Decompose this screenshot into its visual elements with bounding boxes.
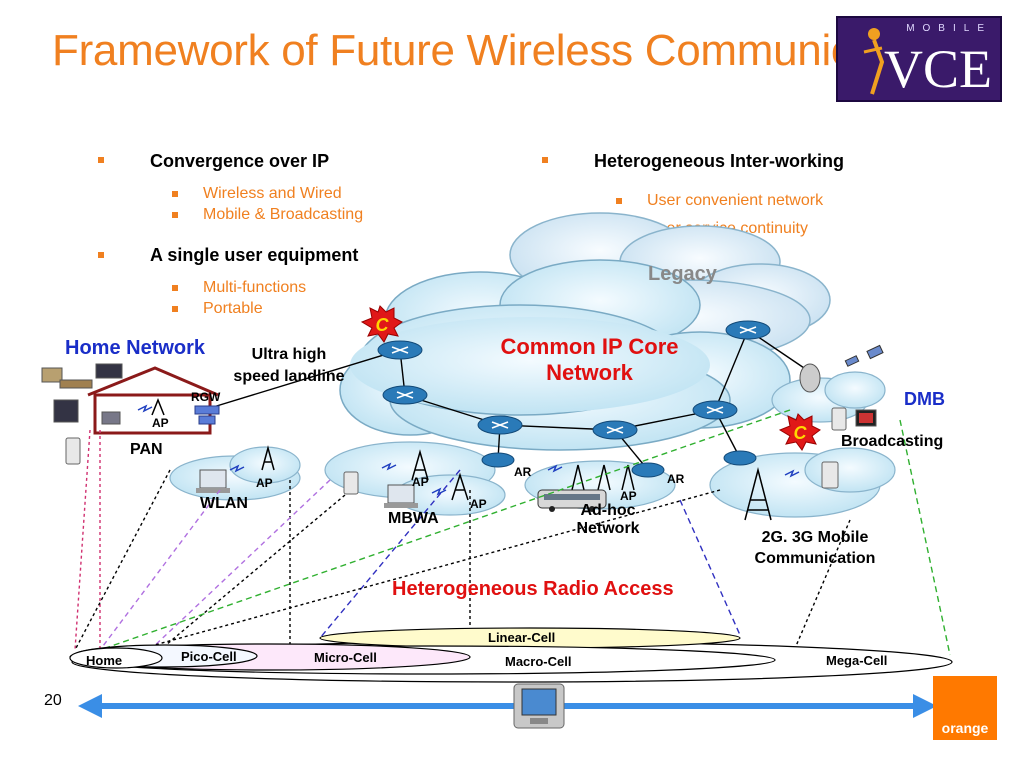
sub-bullet: Multi-functions: [203, 279, 307, 296]
sub-bullet: Portable: [203, 300, 263, 317]
cell-label-home: Home: [86, 653, 123, 668]
wlan-cloud: [169, 446, 301, 501]
orange-logo: [933, 676, 997, 740]
wireless-wave-icon: [137, 404, 800, 496]
bullet-marker: [616, 198, 622, 204]
cell-label-micro: Micro-Cell: [314, 650, 377, 665]
adhoc-line-1: Ad-hoc: [580, 502, 636, 519]
antenna-tower-icon: [151, 397, 772, 521]
cell-label-pico: Pico-Cell: [181, 649, 237, 664]
satellite-dish-icon: [799, 344, 884, 393]
c-label: C: [376, 315, 390, 335]
laptop-icon: [196, 469, 418, 508]
sub-bullet: Mobile & Broadcasting: [203, 206, 364, 223]
rgw-label: RGW: [191, 390, 221, 404]
c-starburst-icon: [360, 305, 821, 451]
dashed-connectors: [74, 409, 951, 661]
mbwa-label: MBWA: [388, 510, 439, 527]
orange-logo-text: orange: [942, 720, 989, 736]
cell-label-linear: Linear-Cell: [488, 630, 556, 645]
range-arrow: [78, 694, 937, 718]
mobile-line-1: 2G. 3G Mobile: [761, 529, 869, 546]
dmb-label: DMB: [904, 389, 945, 409]
core-line-1: Common IP Core: [500, 334, 679, 359]
bullet-marker: [172, 212, 178, 218]
page-number: 20: [44, 692, 62, 709]
legacy-label: Legacy: [648, 263, 717, 285]
ap-label: AP: [620, 489, 637, 503]
c-label: C: [794, 423, 808, 443]
pan-label: PAN: [130, 441, 163, 458]
wlan-label: WLAN: [200, 495, 248, 512]
bullet-marker: [172, 285, 178, 291]
cell-label-macro: Macro-Cell: [505, 654, 572, 669]
logo-figure-icon: [863, 28, 885, 95]
bullet-marker: [98, 157, 104, 163]
ap-label: AP: [470, 497, 487, 511]
ap-label: AP: [256, 476, 273, 490]
home-appliance-icon: [41, 363, 123, 425]
core-line-2: Network: [546, 360, 633, 385]
ultra-line-1: Ultra high: [251, 346, 327, 363]
logo-top-text: MOBILE: [906, 23, 992, 34]
bullet-single-ue: A single user equipment: [150, 245, 359, 265]
logo-main-text: VCE: [884, 39, 992, 99]
mbwa-cloud: [324, 441, 506, 516]
bus-icon: [537, 489, 607, 512]
bullet-heterogeneous: Heterogeneous Inter-working: [594, 151, 845, 171]
tv-icon: [855, 409, 877, 427]
page-title: Framework of Future Wireless Communicati…: [52, 26, 947, 75]
pda-device-icon: [65, 407, 847, 495]
bullet-marker: [542, 157, 548, 163]
router-icon: [377, 320, 771, 478]
adhoc-network-label: Ad-hoc Network: [560, 502, 656, 538]
bullet-marker: [172, 191, 178, 197]
router-arrows: [391, 326, 757, 434]
sub-bullet: User convenient network: [647, 192, 824, 209]
ultra-high-speed-label: Ultra high speed landline: [214, 344, 364, 388]
sub-bullet: Wireless and Wired: [203, 185, 342, 202]
core-network-label: Common IP Core Network: [487, 334, 692, 386]
ap-label: AP: [412, 475, 429, 489]
mobile-vce-logo: MOBILE VCE: [836, 16, 1002, 102]
bullet-marker: [98, 252, 104, 258]
ap-label: AP: [152, 416, 169, 430]
bullet-convergence: Convergence over IP: [150, 151, 330, 171]
rgw-gateway-icon: [194, 405, 220, 425]
mobile-communication-label: 2G. 3G Mobile Communication: [730, 527, 900, 569]
home-network-label: Home Network: [65, 337, 206, 359]
broadcasting-label: Broadcasting: [841, 433, 944, 450]
cell-ellipses: [69, 627, 953, 683]
cell-label-mega: Mega-Cell: [826, 653, 888, 668]
handheld-device-icon: [513, 683, 565, 729]
heterogeneous-radio-label: Heterogeneous Radio Access: [392, 578, 674, 600]
ar-label: AR: [514, 465, 532, 479]
bullet-marker: [172, 306, 178, 312]
ar-label: AR: [667, 472, 685, 486]
adhoc-line-2: Network: [576, 520, 640, 537]
mobile-line-2: Communication: [754, 550, 876, 567]
ultra-line-2: speed landline: [233, 368, 345, 385]
